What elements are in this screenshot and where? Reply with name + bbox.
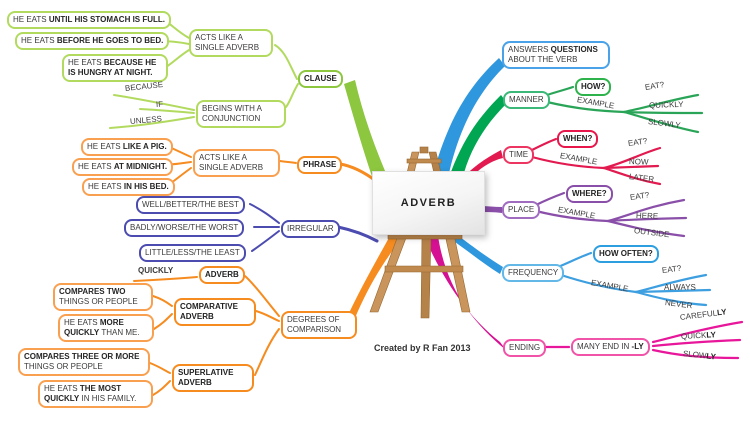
node-adverb-example-quickly[interactable]: QUICKLY (138, 266, 174, 275)
node-clause[interactable]: CLAUSE (298, 70, 343, 88)
node-ending-quickly[interactable]: QUICKLY (680, 330, 717, 341)
node-manner-question[interactable]: HOW? (575, 78, 612, 96)
node-place[interactable]: PLACE (502, 201, 541, 219)
node-irregular-item-2[interactable]: BADLY/WORSE/THE WORST (124, 219, 245, 237)
time-connectors (530, 137, 662, 186)
node-clause-example-3[interactable]: HE EATS BECAUSE HE IS HUNGRY AT NIGHT. (62, 54, 168, 82)
node-phrase-acts-like-single-adverb[interactable]: ACTS LIKE A SINGLE ADVERB (193, 149, 280, 177)
node-clause-acts-like-single-adverb[interactable]: ACTS LIKE A SINGLE ADVERB (189, 29, 273, 57)
node-many-end-in-ly[interactable]: MANY END IN -LY (571, 338, 650, 356)
node-irregular-item-3[interactable]: LITTLE/LESS/THE LEAST (139, 244, 246, 262)
manner-connectors (545, 85, 704, 134)
node-clause-example-2[interactable]: HE EATS BEFORE HE GOES TO BED. (15, 32, 170, 50)
easel-icon (369, 146, 471, 319)
central-node-adverb[interactable]: ADVERB (372, 171, 485, 235)
node-comparative-adverb[interactable]: COMPARATIVE ADVERB (174, 298, 256, 326)
central-title: ADVERB (400, 197, 457, 209)
node-phrase-example-3[interactable]: HE EATS IN HIS BED. (82, 178, 175, 196)
node-conjunction-if[interactable]: IF (155, 99, 164, 109)
irregular-connectors (249, 203, 280, 252)
node-manner[interactable]: MANNER (503, 91, 550, 109)
node-clause-example-1[interactable]: HE EATS UNTIL HIS STOMACH IS FULL. (7, 11, 172, 29)
node-time-now[interactable]: NOW (628, 157, 649, 167)
node-manner-quickly[interactable]: QUICKLY (648, 99, 684, 110)
node-irregular-item-1[interactable]: WELL/BETTER/THE BEST (136, 196, 245, 214)
node-superlative-definition[interactable]: COMPARES THREE OR MORE THINGS OR PEOPLE (18, 348, 150, 376)
node-comparative-definition[interactable]: COMPARES TWO THINGS OR PEOPLE (53, 283, 153, 311)
node-superlative-adverb[interactable]: SUPERLATIVE ADVERB (172, 364, 254, 392)
node-superlative-example[interactable]: HE EATS THE MOST QUICKLY IN HIS FAMILY. (38, 380, 153, 408)
node-time[interactable]: TIME (503, 146, 535, 164)
node-time-question[interactable]: WHEN? (557, 130, 599, 148)
ending-connectors (542, 320, 744, 360)
node-answers-questions[interactable]: ANSWERS QUESTIONS ABOUT THE VERB (502, 41, 610, 69)
credit-text: Created by R Fan 2013 (374, 343, 471, 353)
node-ending[interactable]: ENDING (503, 339, 547, 357)
node-degrees-adverb[interactable]: ADVERB (199, 266, 245, 284)
node-begins-with-conjunction[interactable]: BEGINS WITH A CONJUNCTION (196, 100, 286, 128)
node-phrase-example-2[interactable]: HE EATS AT MIDNIGHT. (72, 158, 174, 176)
node-irregular[interactable]: IRREGULAR (281, 220, 340, 238)
place-connectors (534, 191, 688, 238)
degrees-connectors (133, 275, 280, 396)
node-degrees-of-comparison[interactable]: DEGREES OF COMPARISON (281, 311, 357, 339)
node-frequency-always[interactable]: ALWAYS (664, 283, 696, 292)
node-place-question[interactable]: WHERE? (566, 185, 613, 203)
node-frequency[interactable]: FREQUENCY (502, 264, 565, 282)
node-phrase[interactable]: PHRASE (297, 156, 343, 174)
node-comparative-example[interactable]: HE EATS MORE QUICKLY THAN ME. (58, 314, 154, 342)
node-place-here[interactable]: HERE (635, 211, 659, 221)
node-phrase-example-1[interactable]: HE EATS LIKE A PIG. (81, 138, 173, 156)
node-frequency-question[interactable]: HOW OFTEN? (593, 245, 659, 263)
